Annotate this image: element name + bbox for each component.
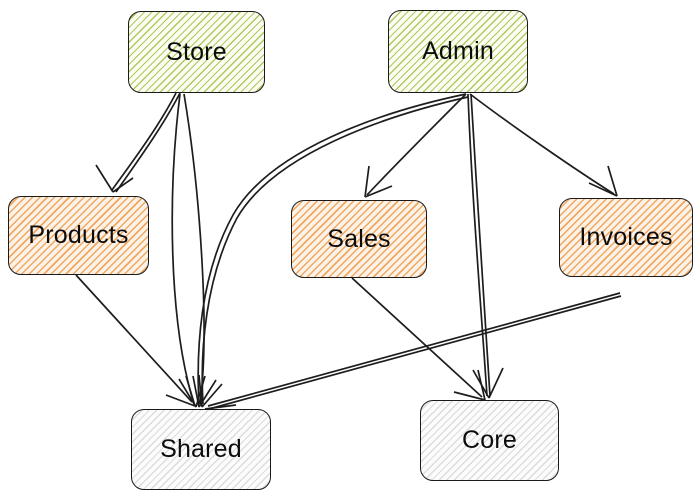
edge-products-to-shared [75, 274, 196, 407]
edge-admin-to-shared [197, 93, 469, 408]
edge-path [467, 93, 488, 397]
node-products[interactable]: Products [8, 196, 149, 275]
edge-admin-to-invoices [469, 93, 618, 197]
arrowhead-icon [198, 374, 223, 408]
node-store[interactable]: Store [128, 11, 265, 93]
edge-path [111, 92, 177, 191]
edge-path [75, 274, 193, 403]
edge-path [115, 92, 181, 193]
edge-admin-to-core [467, 93, 504, 399]
edge-invoices-to-shared [204, 292, 622, 423]
node-admin[interactable]: Admin [388, 10, 528, 93]
edge-store-to-shared-b [183, 93, 217, 408]
edge-store-to-shared-a [171, 93, 206, 408]
edge-path [470, 93, 491, 397]
node-label-sales: Sales [327, 224, 391, 253]
edge-path [207, 292, 621, 407]
edge-path [351, 277, 483, 398]
edge-path [208, 295, 622, 410]
node-shared[interactable]: Shared [131, 409, 271, 490]
arrowhead-icon [95, 164, 134, 193]
node-sales[interactable]: Sales [291, 200, 427, 278]
node-label-shared: Shared [160, 435, 242, 463]
edge-path [366, 93, 467, 196]
edge-path [197, 93, 467, 405]
edge-store-to-products [95, 92, 181, 193]
arrowhead-icon [453, 369, 486, 401]
edge-path [201, 96, 469, 405]
node-label-store: Store [166, 37, 227, 66]
arrowhead-icon [165, 375, 196, 407]
edge-sales-to-core [351, 277, 486, 401]
arrowhead-icon [364, 165, 393, 198]
arrowhead-icon [588, 165, 618, 197]
node-label-admin: Admin [422, 37, 494, 65]
edge-path [171, 93, 195, 405]
node-core[interactable]: Core [420, 400, 559, 481]
node-invoices[interactable]: Invoices [559, 198, 693, 277]
edge-admin-to-sales [364, 93, 467, 198]
node-label-products: Products [28, 221, 129, 249]
edge-path [469, 93, 615, 195]
edge-path [183, 93, 205, 405]
node-label-invoices: Invoices [579, 223, 673, 251]
node-label-core: Core [462, 426, 517, 454]
